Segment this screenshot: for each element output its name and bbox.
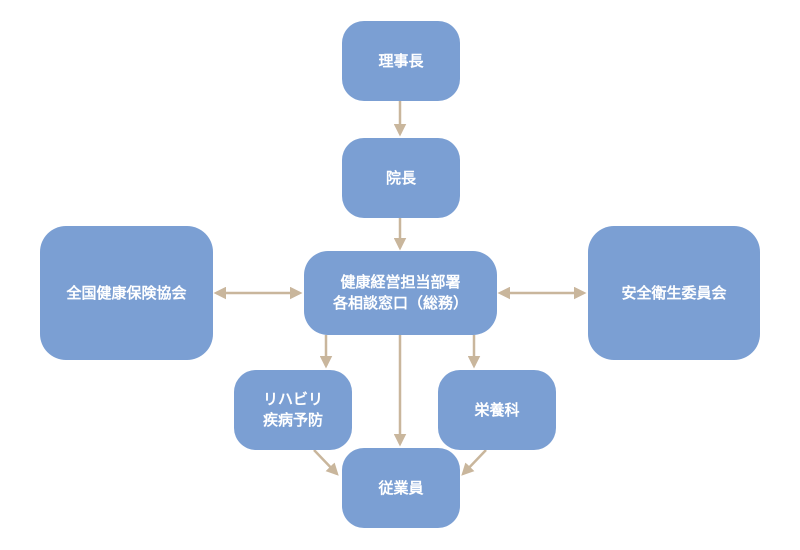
arrow-rehab-to-staff	[313, 449, 339, 476]
node-safety-health-committee: 安全衛生委員会	[588, 226, 760, 360]
node-hospital-director-label: 院長	[385, 168, 416, 187]
node-health-management-label-line1: 健康経営担当部署	[340, 273, 461, 291]
node-health-management-label-line2: 各相談窓口（総務）	[332, 294, 468, 312]
node-japan-health-insurance-association: 全国健康保険協会	[40, 226, 213, 360]
node-rehabilitation-label-line2: 疾病予防	[262, 411, 323, 429]
node-chairman: 理事長	[342, 21, 460, 101]
node-rehabilitation-label-line1: リハビリ	[262, 390, 323, 408]
node-nutrition-department: 栄養科	[438, 370, 556, 450]
node-japan-health-insurance-association-label: 全国健康保険協会	[66, 283, 187, 302]
node-employees: 従業員	[342, 448, 460, 528]
node-chairman-label: 理事長	[378, 51, 424, 70]
node-employees-label: 従業員	[378, 478, 424, 497]
node-health-management-department: 健康経営担当部署 各相談窓口（総務）	[304, 251, 497, 335]
node-nutrition-department-label: 栄養科	[474, 400, 520, 419]
node-hospital-director: 院長	[342, 138, 460, 218]
node-safety-health-committee-label: 安全衛生委員会	[621, 283, 727, 302]
arrow-nutrition-to-staff	[461, 449, 487, 476]
node-rehabilitation-disease-prevention: リハビリ 疾病予防	[234, 370, 352, 450]
